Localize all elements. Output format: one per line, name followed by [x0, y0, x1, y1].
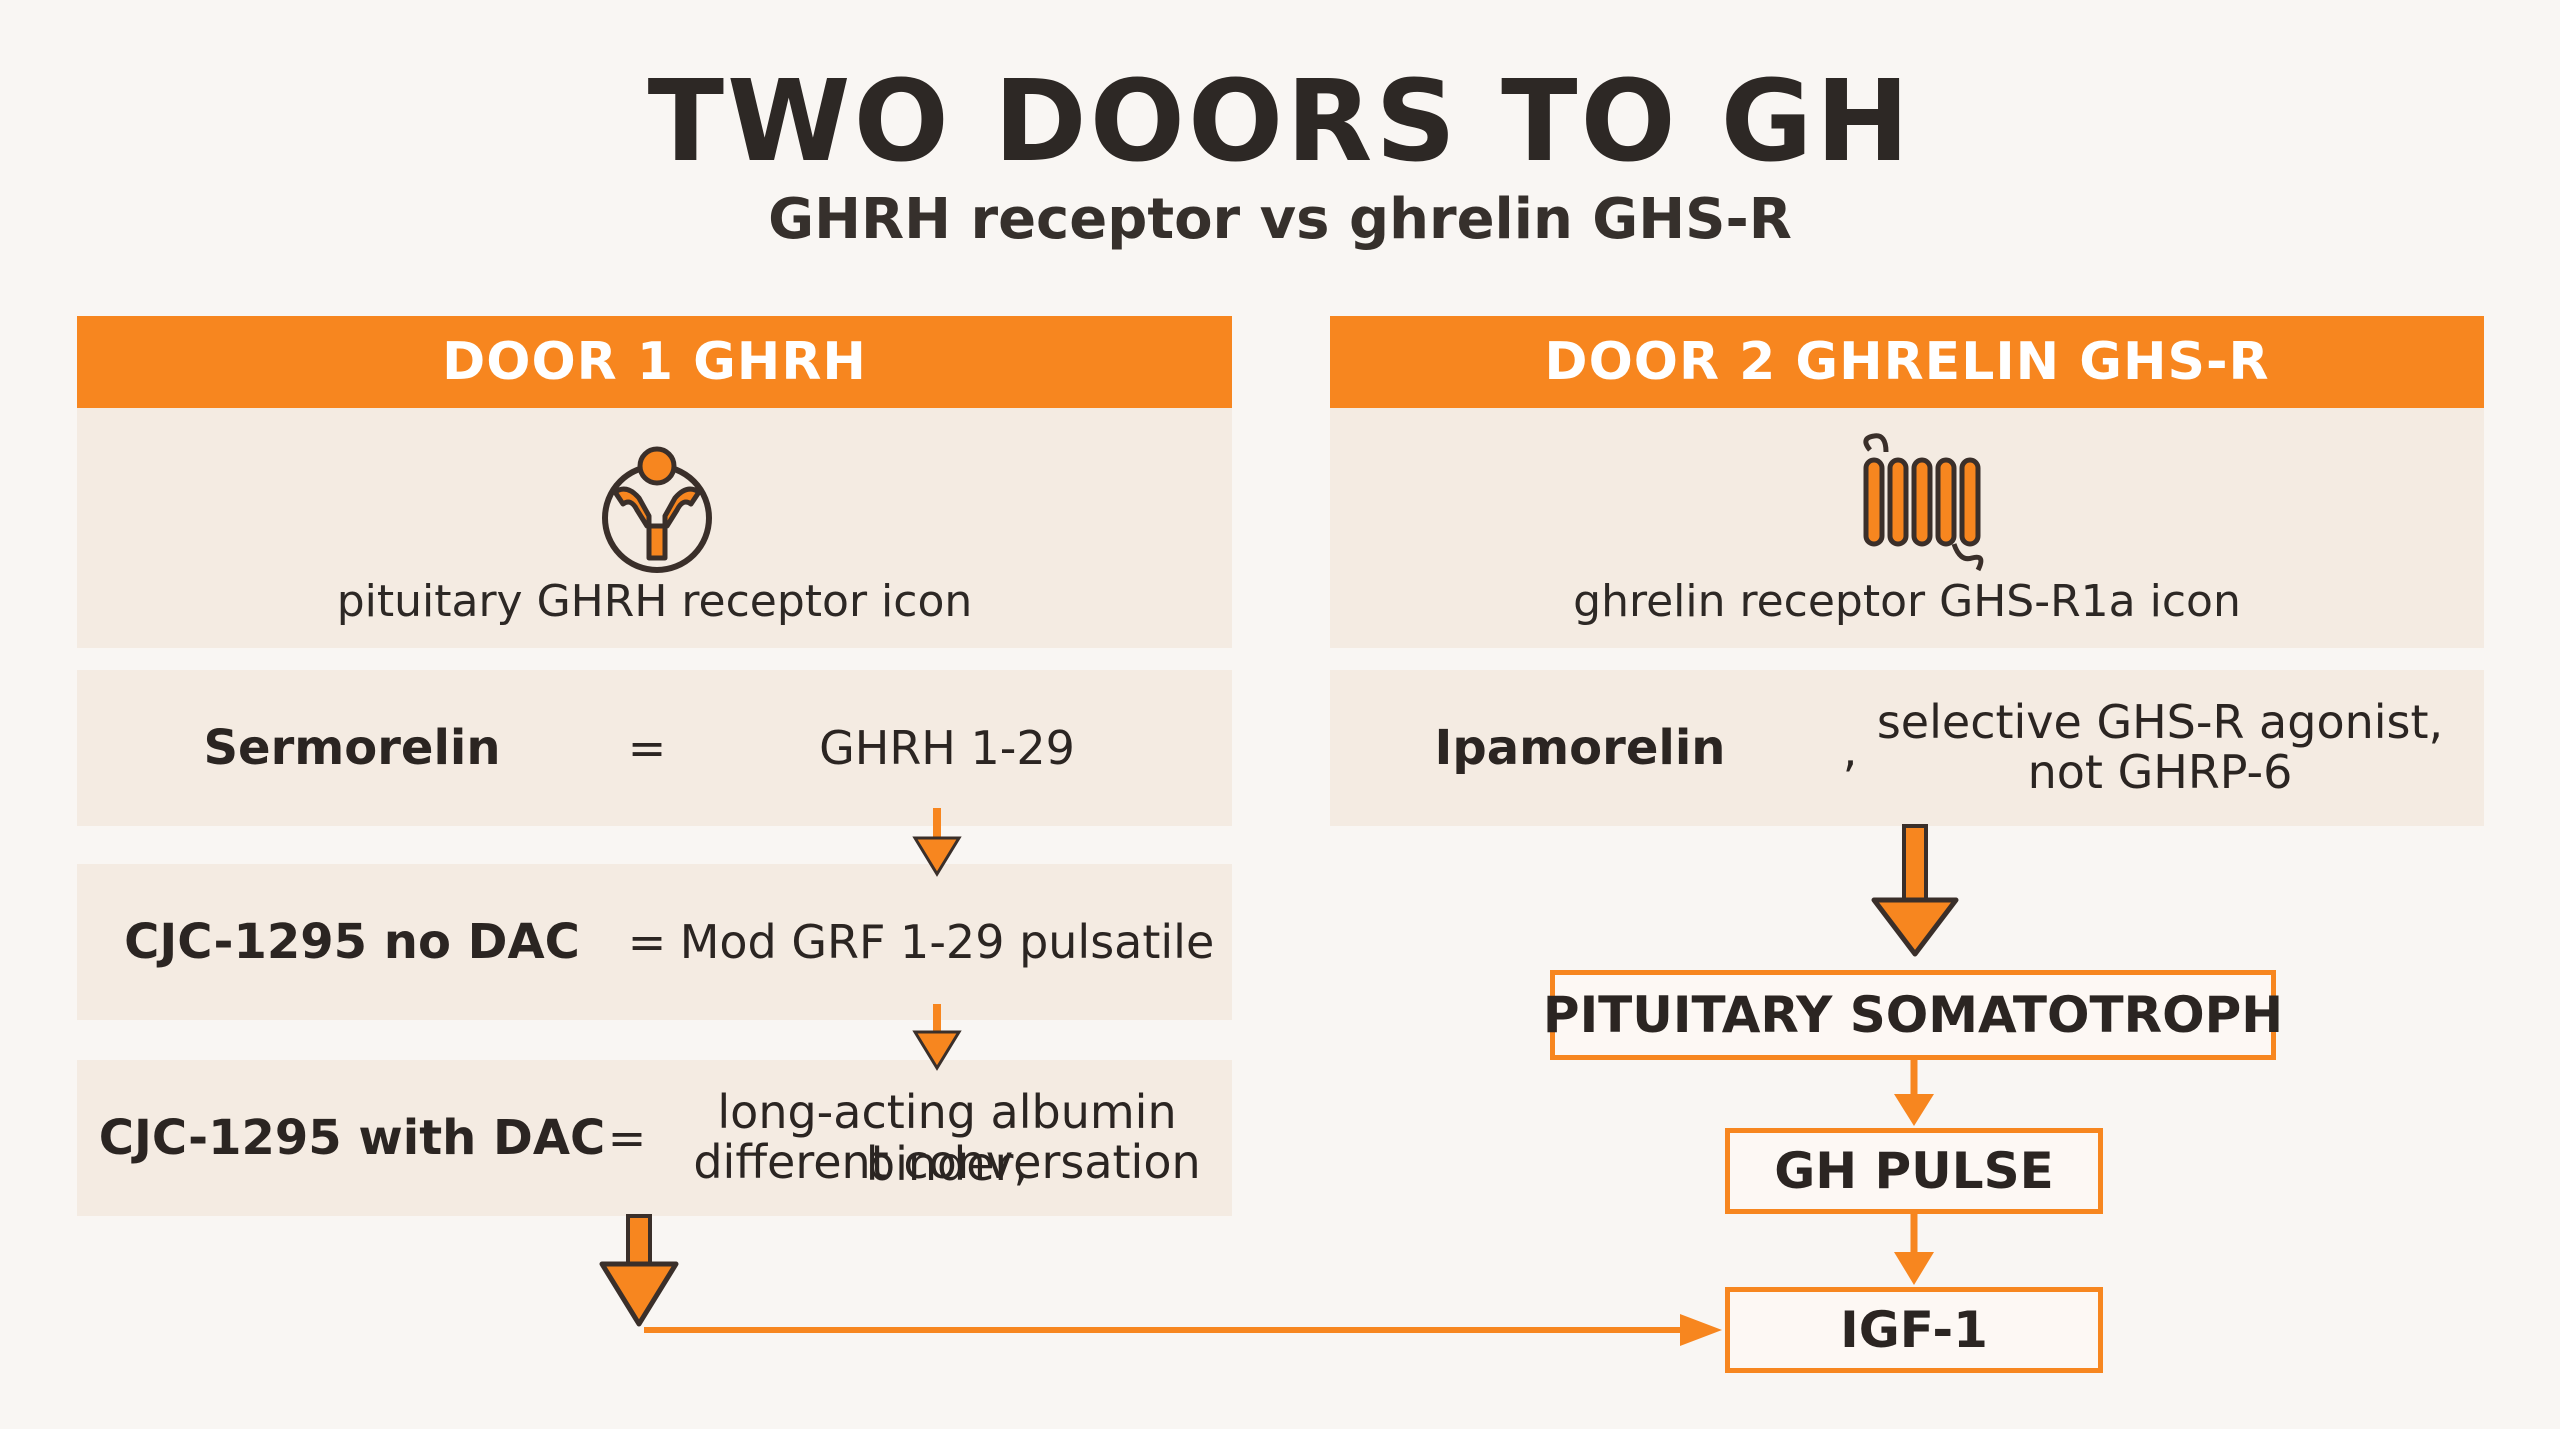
door2-row-value-line2: not GHRP-6	[2027, 745, 2293, 799]
door1-row3-name: CJC-1295 with DAC	[98, 1110, 606, 1166]
door2-icon-panel: ghrelin receptor GHS-R1a icon	[1330, 408, 2484, 648]
door2-icon-caption: ghrelin receptor GHS-R1a icon	[1573, 576, 2241, 627]
flow-gh-pulse-box: GH PULSE	[1725, 1128, 2103, 1214]
door1-row2-value: Mod GRF 1-29 pulsatile	[679, 915, 1215, 969]
door1-icon-panel: pituitary GHRH receptor icon	[77, 408, 1232, 648]
door1-icon-caption: pituitary GHRH receptor icon	[336, 576, 973, 627]
flow-igf1-box: IGF-1	[1725, 1287, 2103, 1373]
flow-pituitary-somatotroph-box: PITUITARY SOMATOTROPH	[1543, 970, 2283, 1060]
door1-row1-name: Sermorelin	[203, 720, 501, 776]
door1-row3-value-line2: different conversation	[693, 1135, 1201, 1189]
door2-row-name: Ipamorelin	[1434, 720, 1726, 776]
door2-row-sep: ,	[1842, 723, 1858, 777]
door1-row3-value-line1: long-acting albumin binder,	[717, 1085, 1177, 1191]
door1-row1-sep: =	[627, 721, 667, 775]
arrow-door2-down	[1871, 824, 1959, 957]
door1-row2-name: CJC-1295 no DAC	[124, 914, 580, 970]
receptor-y-icon	[587, 434, 727, 574]
page-subtitle: GHRH receptor vs ghrelin GHS-R	[768, 187, 1792, 252]
seven-transmembrane-receptor-icon	[1850, 432, 1990, 582]
door1-row2-sep: =	[627, 915, 667, 969]
page-title: TWO DOORS TO GH	[647, 57, 1913, 187]
arrow-gh-pulse-to-igf1	[1894, 1214, 1934, 1285]
door1-row-sermorelin: Sermorelin = GHRH 1-29	[77, 670, 1232, 826]
arrow-door1-to-igf1	[644, 1314, 1722, 1346]
door2-row-value-line1: selective GHS-R agonist,	[1876, 695, 2444, 749]
door1-row1-value: GHRH 1-29	[819, 721, 1075, 775]
door1-row-cjc-no-dac: CJC-1295 no DAC = Mod GRF 1-29 pulsatile	[77, 864, 1232, 1020]
door2-header: DOOR 2 GHRELIN GHS-R	[1330, 316, 2484, 408]
arrow-somatotroph-to-gh-pulse	[1894, 1060, 1934, 1126]
door1-row-cjc-with-dac: CJC-1295 with DAC = long-acting albumin …	[77, 1060, 1232, 1216]
door1-row3-sep: =	[607, 1111, 647, 1165]
door2-row-ipamorelin: Ipamorelin , selective GHS-R agonist, no…	[1330, 670, 2484, 826]
door1-header: DOOR 1 GHRH	[77, 316, 1232, 408]
arrow-door1-down	[599, 1214, 679, 1327]
